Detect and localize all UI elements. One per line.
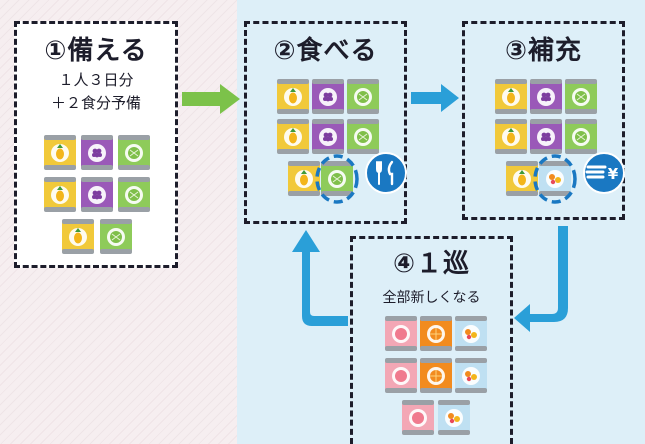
step-prepare-line-1: １人３日分 (58, 71, 134, 89)
grape-can (530, 79, 562, 114)
peach-can (402, 400, 434, 435)
grape-can (81, 135, 113, 170)
hand-yen-icon: ¥ (583, 152, 625, 194)
step-prepare-line-2: ＋２食分予備 (50, 94, 141, 112)
grape-can (312, 79, 344, 114)
pineapple-can (44, 177, 76, 212)
step-refill-title: ③補充 (504, 36, 582, 66)
step-prepare-box: ①備える １人３日分 ＋２食分予備 (14, 21, 178, 268)
pineapple-can (495, 119, 527, 154)
pineapple-can (62, 219, 94, 254)
mixed-fruit-can (455, 316, 487, 351)
grape-can (530, 119, 562, 154)
melon-can (100, 219, 132, 254)
pineapple-can (495, 79, 527, 114)
grape-can (312, 119, 344, 154)
peach-can (385, 358, 417, 393)
melon-can (118, 135, 150, 170)
step-eat-box: ②食べる (244, 21, 407, 224)
mixed-fruit-can (438, 400, 470, 435)
step-cycle-line-1: 全部新しくなる (382, 290, 481, 306)
melon-can (347, 79, 379, 114)
step-eat-title: ②食べる (273, 36, 378, 66)
yen-symbol: ¥ (608, 165, 619, 183)
mixed-fruit-can (455, 358, 487, 393)
orange-can (420, 358, 452, 393)
orange-can (420, 316, 452, 351)
pineapple-can (44, 135, 76, 170)
melon-can (118, 177, 150, 212)
step-prepare-title: ①備える (44, 36, 148, 66)
fork-knife-icon (365, 152, 407, 194)
melon-can (565, 119, 597, 154)
melon-can (565, 79, 597, 114)
peach-can (385, 316, 417, 351)
pineapple-can (277, 119, 309, 154)
step-refill-box: ③補充 ¥ (462, 21, 625, 220)
blue-arrow-up-left-icon (292, 230, 348, 326)
eaten-can-highlight (315, 154, 359, 204)
step-cycle-title: ④１巡 (392, 249, 470, 279)
grape-can (81, 177, 113, 212)
melon-can (347, 119, 379, 154)
blue-arrow-right-icon (411, 84, 459, 112)
new-can-highlight (533, 154, 577, 204)
blue-arrow-down-left-icon (514, 226, 568, 332)
pineapple-can (277, 79, 309, 114)
green-arrow-icon (182, 84, 240, 114)
step-cycle-box: ④１巡 全部新しくなる (350, 236, 513, 444)
